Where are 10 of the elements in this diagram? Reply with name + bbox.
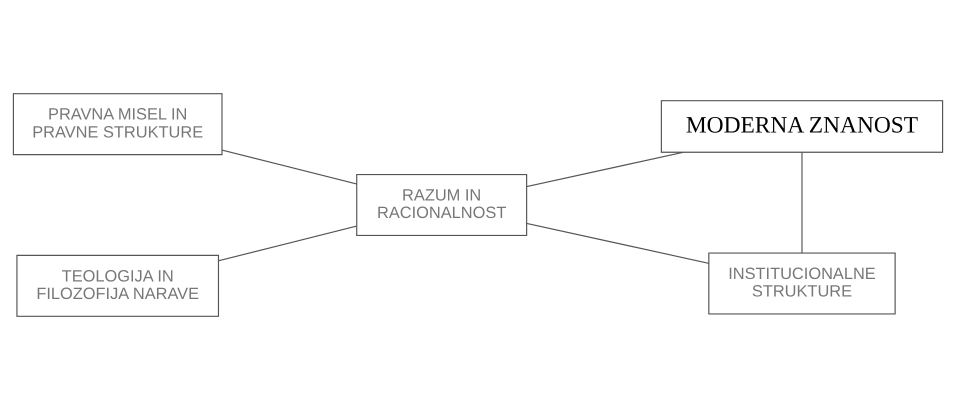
connector [526,222,709,264]
node-box: RAZUM IN RACIONALNOST [356,173,528,236]
connector [222,149,357,184]
node-box: TEOLOGIJA IN FILOZOFIJA NARAVE [16,254,220,316]
node-box: MODERNA ZNANOST [660,100,944,152]
connector [218,225,356,261]
node-box: INSTITUCIONALNE STRUKTURE [708,252,896,314]
connector [526,151,684,187]
node-box: PRAVNA MISEL IN PRAVNE STRUKTURE [12,92,223,155]
connector [801,152,803,252]
